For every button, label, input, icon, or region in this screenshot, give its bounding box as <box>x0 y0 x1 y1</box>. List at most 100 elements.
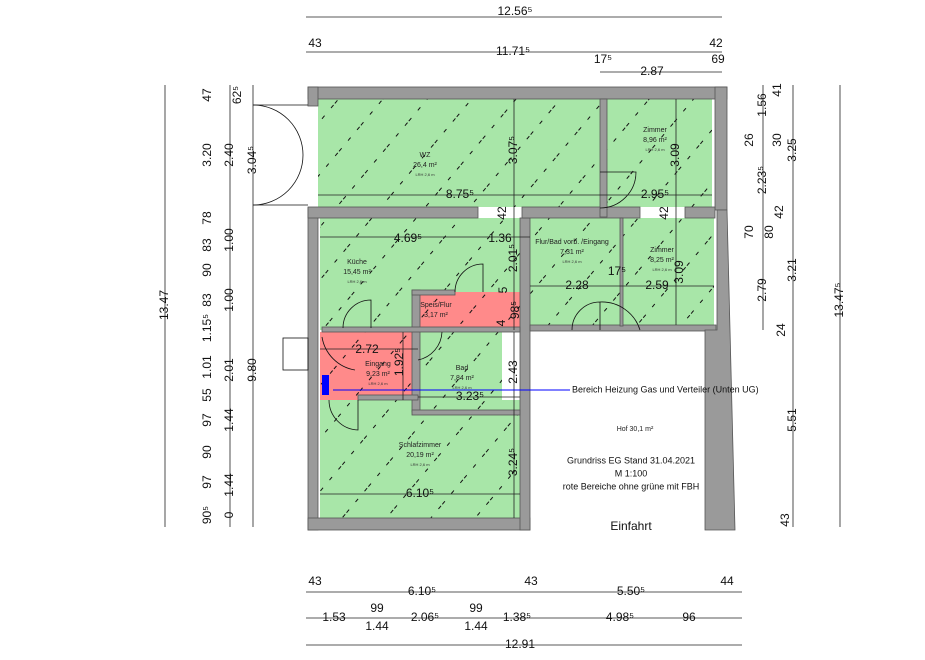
dimension-right: 26 <box>742 133 756 147</box>
dimension-left: 9.80 <box>245 358 259 382</box>
legend-note: rote Bereiche ohne grüne mit FBH <box>563 481 700 491</box>
dimension-bottom: 1.44 <box>464 619 488 633</box>
dimension-bottom: 6.10⁵ <box>408 584 436 598</box>
dimension-right: 42 <box>772 205 786 219</box>
dimension-inner: 8.75⁵ <box>446 187 474 201</box>
dimension-left: 1.00 <box>222 288 236 312</box>
room-zimmer-2 <box>622 218 714 326</box>
dimension-bottom: 12.91 <box>505 637 535 651</box>
walls <box>307 86 736 531</box>
room-flur-bad <box>530 218 620 326</box>
dimension-inner: 17⁵ <box>608 264 626 278</box>
dimension-inner: 3.09 <box>672 260 686 284</box>
dimension-right: 2.79 <box>755 278 769 302</box>
dimension-right: 24 <box>774 323 788 337</box>
dimension-left: 13.47 <box>157 290 171 320</box>
dimension-left: 3.04⁵ <box>245 146 259 174</box>
room-height: LRH 2,6 m <box>347 279 367 284</box>
dimension-top: 42 <box>709 36 723 50</box>
room-name: Flur/Bad vorb. /Eingang <box>535 239 609 246</box>
room-area: 3,17 m² <box>424 312 448 319</box>
dimension-left: 90 <box>200 263 214 277</box>
room-name: Küche <box>347 259 367 266</box>
room-height: LRH 2,6 m <box>415 172 435 177</box>
dimension-left: 2.01 <box>222 358 236 382</box>
dimension-lines <box>164 16 841 646</box>
room-height: LRH 2,6 m <box>652 267 672 272</box>
dimension-bottom: 2.06⁵ <box>411 610 439 624</box>
dimension-right: 5.51 <box>785 408 799 432</box>
dimension-left: 83 <box>200 293 214 307</box>
dimension-inner: 42 <box>657 206 671 220</box>
dimension-left: 90⁵ <box>200 506 214 524</box>
room-height: LRH 2,6 m <box>562 259 582 264</box>
dimension-bottom: 5.50⁵ <box>617 584 645 598</box>
room-height: LRH 2,6 m <box>410 462 430 467</box>
dimension-right: 3.25 <box>785 138 799 162</box>
dimension-inner: 3.23⁵ <box>456 389 484 403</box>
room-name: Eingang <box>365 361 391 368</box>
dimension-right: 70 <box>742 225 756 239</box>
dimension-bottom: 1.53 <box>322 610 346 624</box>
dimension-right: 30 <box>770 133 784 147</box>
dimension-inner: 3.07⁵ <box>506 136 520 164</box>
heating-area-note: Bereich Heizung Gas und Verteiler (Unten… <box>572 384 759 394</box>
dimension-top: 17⁵ <box>594 52 612 66</box>
room-height: LRH 2,6 m <box>452 385 472 390</box>
dimension-inner: 4.69⁵ <box>394 231 422 245</box>
dimension-left: 90 <box>200 445 214 459</box>
dimension-bottom: 1.38⁵ <box>503 610 531 624</box>
dimension-left: 78 <box>200 211 214 225</box>
room-area: 7,84 m² <box>450 375 474 382</box>
dimension-inner: 3.24⁵ <box>506 448 520 476</box>
dimension-top: 12.56⁵ <box>497 4 532 18</box>
einfahrt-label: Einfahrt <box>610 519 652 533</box>
dimension-left: 1.44 <box>222 408 236 432</box>
room-speis-flur <box>418 292 520 327</box>
dimension-bottom: 4.98⁵ <box>606 610 634 624</box>
dimension-inner: 2.28 <box>565 278 589 292</box>
dimension-inner: 6.10⁵ <box>406 486 434 500</box>
dimension-top: 11.71⁵ <box>496 44 530 58</box>
dimension-left: 0 <box>222 511 236 518</box>
dimension-left: 1.00 <box>222 228 236 252</box>
dimension-inner: 1.36 <box>488 231 512 245</box>
dimension-left: 3.20 <box>200 143 214 167</box>
dimension-right: 43 <box>778 513 792 527</box>
dimension-inner: 2.43 <box>506 360 520 384</box>
room-height: LRH 2,6 m <box>645 147 665 152</box>
room-height: LRH 2,6 m <box>368 381 388 386</box>
dimension-left: 55 <box>200 388 214 402</box>
dimension-bottom: 99 <box>370 601 384 615</box>
dimension-left: 2.40 <box>222 143 236 167</box>
dimension-right: 80 <box>762 225 776 239</box>
dimension-inner: 2.59 <box>645 278 669 292</box>
dimension-left: 1.15⁵ <box>200 314 214 342</box>
dimension-bottom: 1.44 <box>365 619 389 633</box>
dimension-inner: 1.92⁵ <box>392 348 406 376</box>
dimension-bottom: 96 <box>682 610 696 624</box>
dimension-right: 2.23⁵ <box>755 166 769 194</box>
dimension-inner: 2.01⁵ <box>506 244 520 272</box>
dimension-bottom: 43 <box>308 574 322 588</box>
dimension-left: 47 <box>200 88 214 102</box>
room-name: Speis/Flur <box>420 302 452 309</box>
heating-marker <box>322 375 329 395</box>
dimension-left: 1.44 <box>222 473 236 497</box>
dimension-inner: 98⁵ <box>508 301 522 319</box>
dimension-inner: 2.72 <box>355 342 379 356</box>
room-area: 8,25 m² <box>650 257 674 264</box>
dimension-left: 1.01 <box>200 355 214 379</box>
room-name: Zimmer <box>650 247 674 254</box>
dimension-inner: 2.95⁵ <box>641 187 669 201</box>
dimension-inner: 3.09 <box>668 143 682 167</box>
dimension-left: 97 <box>200 413 214 427</box>
dimension-left: 97 <box>200 475 214 489</box>
room-area: 26,4 m² <box>413 162 437 169</box>
dimension-right: 3.21 <box>785 258 799 282</box>
plan-scale: M 1:100 <box>615 468 648 478</box>
dimension-top: 69 <box>711 52 725 66</box>
room-area: 15,45 m² <box>343 269 371 276</box>
dimension-inner: 5 <box>496 286 510 293</box>
